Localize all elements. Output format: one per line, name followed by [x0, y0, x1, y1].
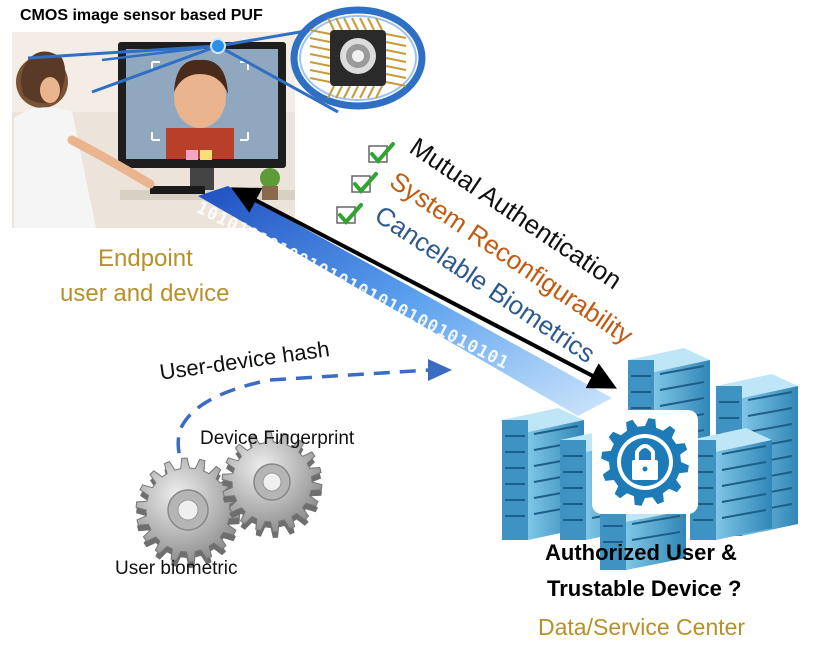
data-center-label: Data/Service Center	[538, 614, 746, 640]
endpoint-photo	[12, 24, 339, 228]
puf-title: CMOS image sensor based PUF	[20, 7, 263, 24]
gear-icon	[221, 431, 323, 538]
authorized-user-label: Authorized User &	[545, 540, 737, 565]
check-icon	[336, 203, 363, 226]
gear-icon	[135, 457, 241, 568]
check-icon	[368, 142, 395, 165]
user-biometric-label: User biometric	[115, 558, 238, 579]
endpoint-label: Endpoint	[98, 245, 193, 272]
trustable-device-label: Trustable Device ?	[547, 576, 742, 601]
device-fingerprint-label: Device Fingerprint	[200, 428, 355, 449]
cmos-chip-icon	[290, 6, 426, 110]
server-cluster	[502, 348, 798, 570]
bidirectional-arrow	[231, 187, 617, 389]
check-icon	[351, 172, 378, 195]
endpoint-sublabel: user and device	[60, 280, 230, 307]
